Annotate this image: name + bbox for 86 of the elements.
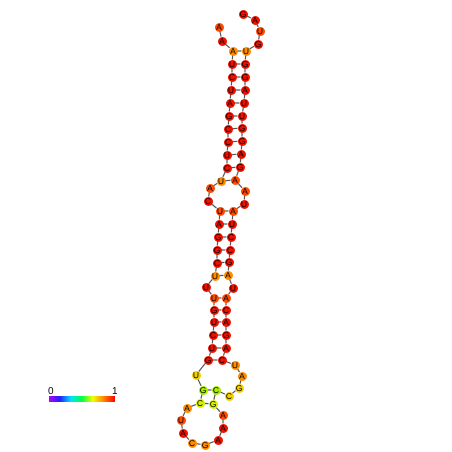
- nucleotide-node: A: [222, 344, 230, 352]
- nucleotide-node: G: [238, 136, 246, 146]
- nucleotide-node: U: [192, 370, 200, 380]
- nucleotide-node: G: [240, 60, 250, 68]
- backbone-line: [182, 412, 186, 416]
- nucleotide-node: A: [222, 294, 230, 302]
- nucleotide-node: C: [212, 386, 220, 394]
- nucleotide-node: U: [242, 46, 250, 56]
- nucleotide-node: C: [196, 398, 204, 408]
- nucleotide-node: C: [212, 258, 222, 268]
- nucleotide-node: C: [226, 246, 234, 254]
- backbone-line: [222, 172, 226, 178]
- backbone-line: [198, 363, 206, 372]
- nucleotide-node: G: [238, 10, 248, 18]
- nucleotide-node: U: [202, 282, 210, 292]
- nucleotide-node: C: [224, 138, 232, 146]
- nucleotide-node: G: [204, 356, 212, 364]
- nucleotide-node: U: [240, 98, 248, 108]
- nucleotide-node: A: [230, 176, 240, 184]
- nucleotide-node: A: [214, 220, 224, 228]
- nucleotide-node: U: [216, 206, 224, 216]
- nucleotide-node: A: [240, 186, 250, 196]
- nucleotide-node: G: [224, 112, 234, 120]
- nucleotide-node: C: [226, 232, 236, 242]
- nucleotide-node: U: [210, 272, 220, 280]
- nucleotide-node: U: [238, 112, 246, 120]
- nucleotide-node: G: [238, 124, 246, 132]
- nucleotide-node: A: [250, 16, 260, 24]
- backbone-line: [250, 46, 254, 50]
- nucleotide-node: C: [204, 196, 212, 206]
- nucleotide-node: A: [182, 404, 192, 412]
- nucleotide-node: G: [236, 162, 244, 172]
- nucleotide-node: A: [218, 410, 228, 420]
- scale-tick-label: 0: [48, 387, 54, 397]
- nucleotide-node: U: [230, 360, 240, 370]
- nucleotide-node: U: [208, 344, 216, 352]
- backbone-line: [232, 390, 236, 394]
- nucleotide-node: U: [240, 200, 248, 208]
- nucleotide-node: A: [178, 428, 188, 438]
- nucleotide-node: A: [226, 98, 234, 108]
- backbone-line: [228, 291, 231, 295]
- nucleotide-node: U: [176, 416, 186, 424]
- nucleotide-node: A: [224, 270, 232, 280]
- nucleotide-node: A: [214, 436, 222, 444]
- nucleotide-node: G: [222, 330, 230, 340]
- backbone-line: [246, 15, 252, 19]
- nucleotide-node: U: [222, 150, 232, 160]
- nucleotide-node: C: [222, 164, 232, 172]
- nucleotide-node: A: [214, 22, 224, 32]
- nucleotide-node: G: [210, 306, 218, 314]
- nucleotide-node: U: [226, 86, 236, 94]
- nucleotide-node: A: [236, 150, 246, 158]
- nucleotide-node: G: [254, 40, 262, 48]
- nucleotide-node: U: [210, 294, 218, 302]
- nucleotide-node: G: [212, 246, 222, 254]
- nucleotide-node: U: [228, 220, 236, 228]
- nucleotide-node: A: [218, 36, 226, 46]
- nucleotide-node: G: [214, 232, 222, 242]
- nucleotide-node: A: [218, 424, 228, 432]
- nucleotide-node: C: [188, 438, 196, 448]
- nucleotide-node: U: [228, 60, 236, 68]
- backbone-line: [197, 378, 202, 386]
- backbone-line: [208, 279, 213, 284]
- nucleotide-node: C: [218, 356, 226, 364]
- nucleotide-node: G: [208, 400, 218, 408]
- nucleotide-node: A: [238, 372, 246, 380]
- nucleotide-node: A: [228, 46, 238, 56]
- nucleotide-node: C: [228, 72, 236, 82]
- nucleotide-node: A: [206, 184, 214, 192]
- nucleotide-node: C: [224, 392, 234, 400]
- nucleotide-node: U: [228, 284, 238, 292]
- scale-tick-label: 1: [112, 387, 118, 397]
- nucleotide-node: A: [240, 86, 250, 94]
- nucleotide-node: G: [200, 440, 210, 450]
- nucleotide-node: C: [224, 124, 232, 134]
- nucleotide-node: A: [222, 318, 230, 326]
- nucleotide-node: U: [256, 26, 264, 36]
- nucleotide-node: G: [234, 384, 244, 392]
- nucleotide-node: A: [228, 206, 238, 216]
- nucleotide-node: C: [222, 306, 230, 314]
- nucleotide-node: U: [210, 318, 218, 326]
- nucleotide-node: C: [208, 330, 218, 340]
- nucleotide-node: G: [224, 258, 234, 266]
- nucleotide-node: U: [216, 176, 226, 186]
- nucleotide-node: G: [240, 72, 250, 82]
- nucleotide-node: G: [198, 386, 208, 394]
